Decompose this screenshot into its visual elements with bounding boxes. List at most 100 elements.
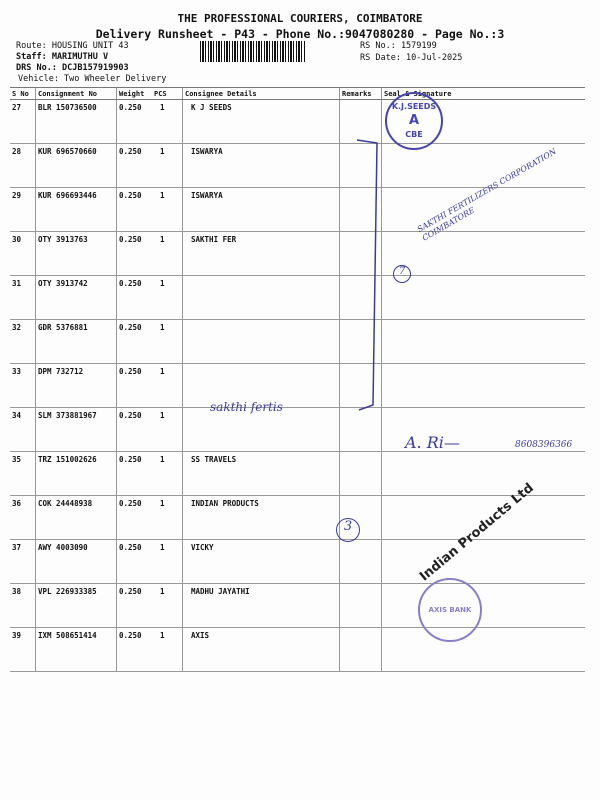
cell-pcs: 1 (152, 363, 183, 408)
cell-pcs: 1 (152, 319, 183, 364)
cell-sno: 37 (10, 539, 36, 584)
cell-cn: KUR 696693446 (35, 187, 117, 232)
cell-sno: 27 (10, 99, 36, 144)
runsheet-title: Delivery Runsheet - P43 - Phone No.:9047… (95, 27, 505, 41)
rs-date: RS Date: 10-Jul-2025 (360, 53, 463, 63)
cell-sno: 36 (10, 495, 36, 540)
cell-consignee: MADHU JAYATHI (182, 583, 340, 628)
cell-cn: KUR 696570660 (35, 143, 117, 188)
handwritten-circle-7: 7 (393, 265, 411, 283)
company-name: THE PROFESSIONAL COURIERS, COIMBATORE (177, 12, 423, 25)
cell-pcs: 1 (152, 143, 183, 188)
col-sno: S No (10, 87, 36, 100)
cell-consignee: AXIS (182, 627, 340, 672)
cell-sno: 39 (10, 627, 36, 672)
cell-pcs: 1 (152, 495, 183, 540)
staff: Staff: MARIMUTHU V (16, 52, 109, 62)
cell-sno: 31 (10, 275, 36, 320)
cell-consignee: SAKTHI FER (182, 231, 340, 276)
cell-cn: COK 24448938 (35, 495, 117, 540)
cell-sno: 35 (10, 451, 36, 496)
cell-seal (381, 187, 585, 232)
cell-seal (381, 539, 585, 584)
cell-remarks (339, 583, 382, 628)
cell-wt: 0.250 (116, 539, 152, 584)
cell-consignee (182, 319, 340, 364)
cell-consignee: ISWARYA (182, 143, 340, 188)
cell-wt: 0.250 (116, 363, 152, 408)
cell-sno: 30 (10, 231, 36, 276)
cell-wt: 0.250 (116, 583, 152, 628)
cell-consignee (182, 363, 340, 408)
remarks-bracket-line (356, 139, 378, 411)
cell-seal (381, 275, 585, 320)
cell-seal (381, 627, 585, 672)
cell-wt: 0.250 (116, 407, 152, 452)
cell-seal (381, 143, 585, 188)
cell-cn: IXM 508651414 (35, 627, 117, 672)
col-consignee: Consignee Details (182, 87, 340, 100)
cell-remarks (339, 451, 382, 496)
cell-seal (381, 363, 585, 408)
cell-cn: SLM 373881967 (35, 407, 117, 452)
cell-seal (381, 231, 585, 276)
cell-seal (381, 407, 585, 452)
cell-sno: 38 (10, 583, 36, 628)
cell-remarks (339, 363, 382, 408)
cell-consignee: SS TRAVELS (182, 451, 340, 496)
vehicle: Vehicle: Two Wheeler Delivery (18, 74, 167, 84)
cell-remarks (339, 627, 382, 672)
cell-sno: 34 (10, 407, 36, 452)
cell-wt: 0.250 (116, 495, 152, 540)
cell-consignee: VICKY (182, 539, 340, 584)
cell-sno: 33 (10, 363, 36, 408)
cell-remarks (339, 231, 382, 276)
cell-pcs: 1 (152, 275, 183, 320)
cell-sno: 32 (10, 319, 36, 364)
cell-wt: 0.250 (116, 275, 152, 320)
cell-seal (381, 583, 585, 628)
cell-wt: 0.250 (116, 451, 152, 496)
cell-seal (381, 495, 585, 540)
cell-consignee (182, 275, 340, 320)
cell-pcs: 1 (152, 539, 183, 584)
cell-wt: 0.250 (116, 627, 152, 672)
cell-remarks (339, 539, 382, 584)
cell-cn: OTY 3913763 (35, 231, 117, 276)
cell-wt: 0.250 (116, 187, 152, 232)
cell-consignee: K J SEEDS (182, 99, 340, 144)
col-weight: Weight (116, 87, 152, 100)
handwritten-circle-3: 3 (336, 518, 360, 542)
rs-number: RS No.: 1579199 (360, 41, 437, 51)
cell-pcs: 1 (152, 627, 183, 672)
axis-bank-stamp: AXIS BANK (418, 578, 482, 642)
cell-cn: AWY 4003090 (35, 539, 117, 584)
cell-cn: VPL 226933385 (35, 583, 117, 628)
cell-seal (381, 319, 585, 364)
cell-cn: TRZ 151002626 (35, 451, 117, 496)
cell-cn: GDR 5376881 (35, 319, 117, 364)
barcode (200, 41, 305, 62)
cell-wt: 0.250 (116, 143, 152, 188)
col-remarks: Remarks (339, 87, 382, 100)
cell-pcs: 1 (152, 407, 183, 452)
cell-remarks (339, 407, 382, 452)
runsheet-table: S No Consignment No Weight PCS Consignee… (10, 87, 585, 672)
cell-sno: 29 (10, 187, 36, 232)
col-pcs: PCS (152, 87, 183, 100)
